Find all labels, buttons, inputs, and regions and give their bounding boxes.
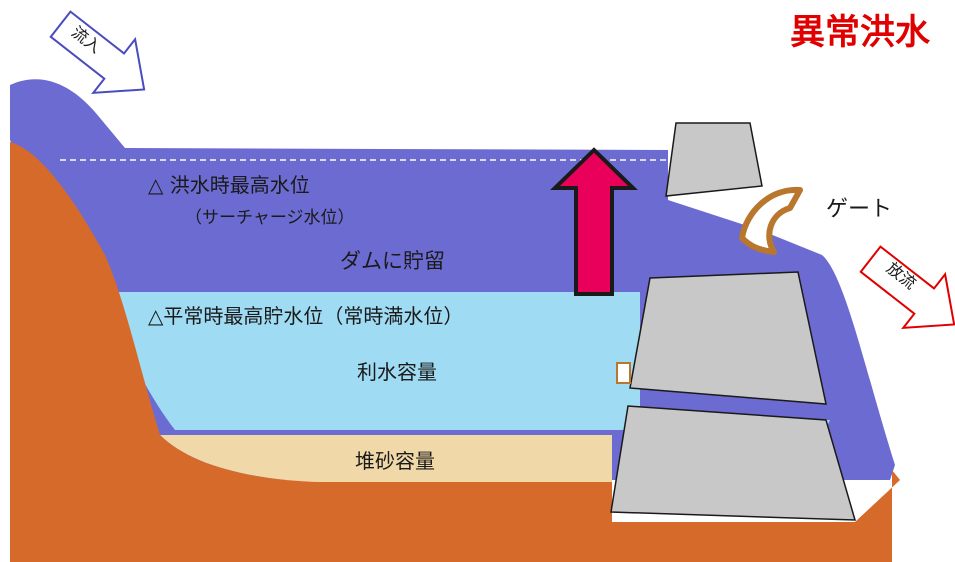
dam-crest-block — [665, 122, 763, 197]
surcharge-level-paren-label: （サーチャージ水位） — [185, 208, 355, 228]
normal-water-level-label: △平常時最高貯水位（常時満水位） — [148, 304, 463, 328]
gate-icon — [739, 186, 803, 255]
ground — [10, 142, 900, 562]
diagram-title: 異常洪水 — [790, 13, 931, 53]
inflow-arrow — [49, 10, 146, 95]
utilization-capacity-label: 利水容量 — [357, 360, 437, 384]
gate-label: ゲート — [826, 197, 892, 222]
dam-lower-body — [610, 405, 857, 521]
dam-storage-label: ダムに貯留 — [340, 249, 445, 273]
dam-upper-body — [629, 271, 827, 405]
water-rise-arrow — [550, 147, 638, 296]
surcharge-level-label: △ 洪水時最高水位 — [148, 173, 310, 197]
utilization-water — [95, 292, 830, 430]
intake-structure — [616, 362, 631, 384]
sediment-layer — [160, 435, 612, 482]
outflow-arrow — [859, 245, 955, 330]
sediment-capacity-label: 堆砂容量 — [355, 449, 435, 473]
